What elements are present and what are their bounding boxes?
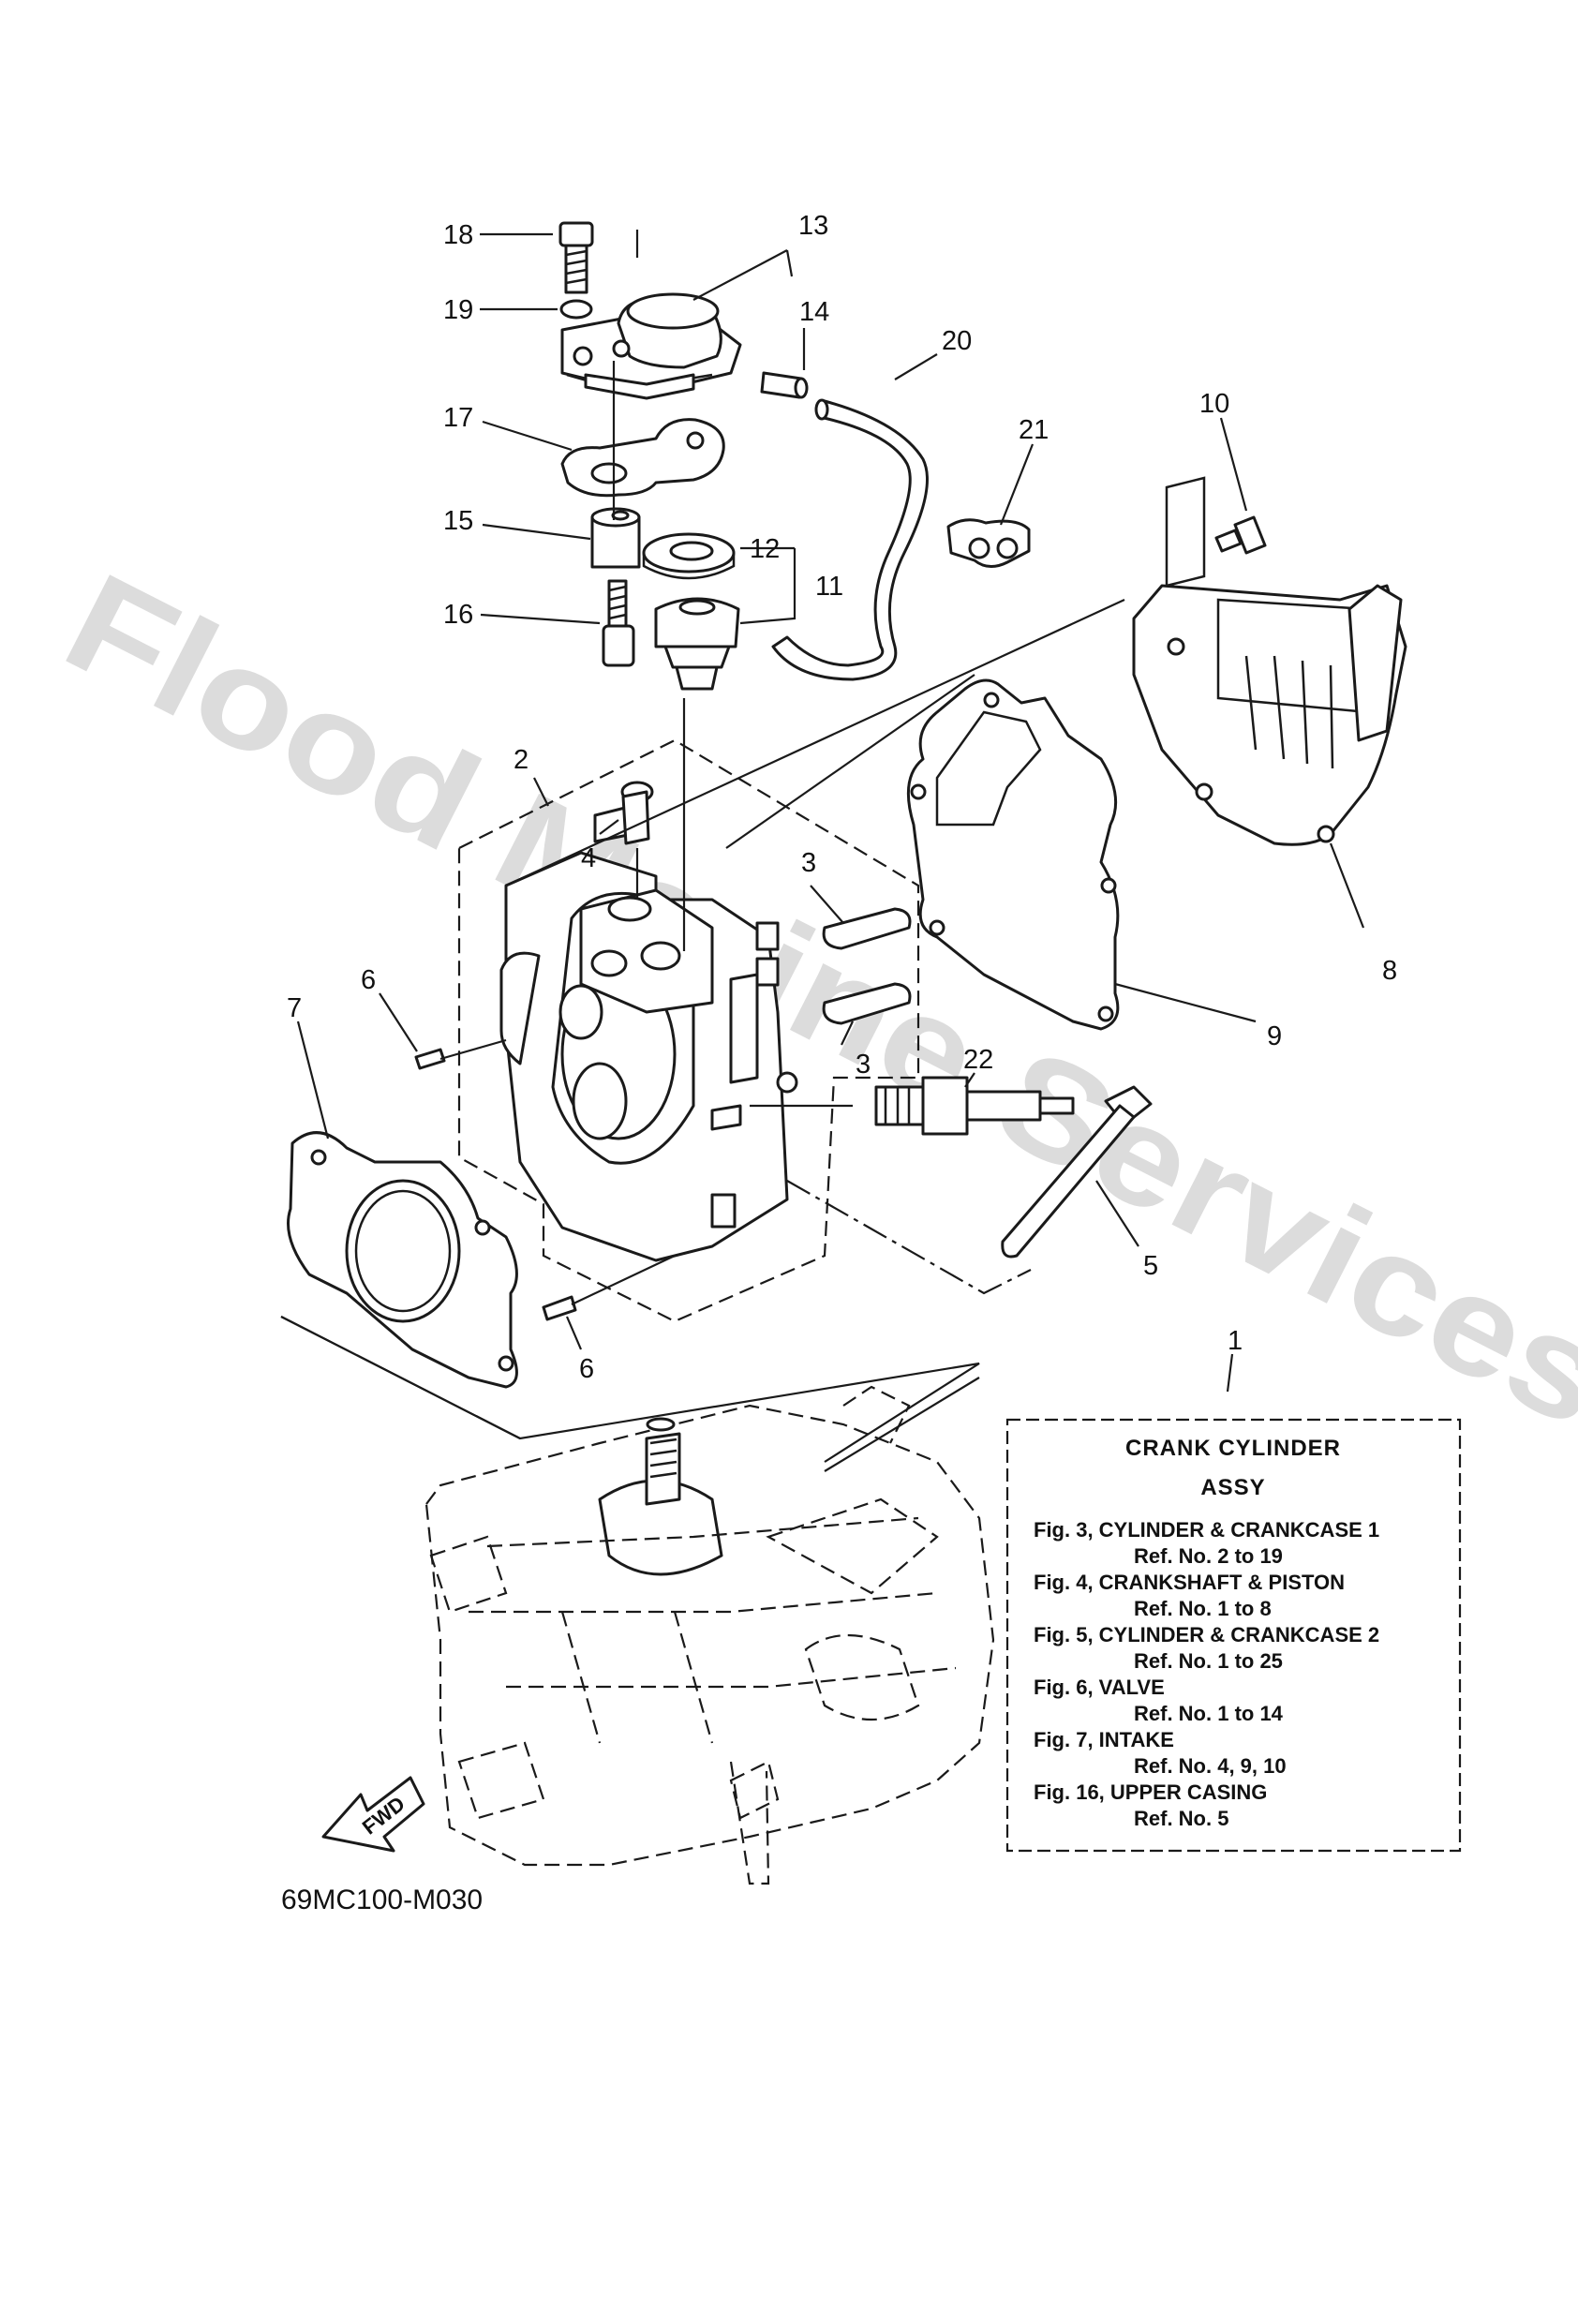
callout-12: 12	[750, 534, 780, 564]
callout-22: 22	[963, 1045, 993, 1075]
callout-7: 7	[287, 993, 302, 1023]
reference-legend: CRANK CYLINDER ASSY Fig. 3, CYLINDER & C…	[1005, 1418, 1462, 1853]
callout-17: 17	[443, 403, 473, 433]
dashed-assembly-outline	[457, 738, 920, 1323]
callout-3-lower: 3	[856, 1050, 871, 1080]
callout-19: 19	[443, 295, 473, 325]
legend-line-7: Fig. 6, VALVE	[1034, 1676, 1165, 1699]
legend-line-5: Fig. 5, CYLINDER & CRANKCASE 2	[1034, 1623, 1379, 1646]
callout-11: 11	[815, 572, 843, 602]
cylinder-head-gasket-7	[287, 1131, 518, 1389]
callout-14: 14	[799, 297, 829, 327]
callout-3-upper: 3	[801, 848, 816, 878]
dowel-pin-6	[414, 1048, 577, 1321]
legend-title-line1: CRANK CYLINDER	[1125, 1436, 1341, 1461]
legend-line-8: Ref. No. 1 to 14	[1134, 1702, 1284, 1725]
gasket-17	[560, 418, 725, 498]
callout-labels: 18 13 19 14 20 21 10 17 15 12 11 16 2 4 …	[287, 211, 1397, 1384]
bolt-5	[1001, 1085, 1153, 1259]
legend-line-1: Fig. 3, CYLINDER & CRANKCASE 1	[1034, 1518, 1379, 1542]
callout-20: 20	[942, 326, 972, 356]
callout-18: 18	[443, 220, 473, 250]
callout-13: 13	[798, 211, 828, 241]
collar-15	[590, 507, 641, 569]
callout-16: 16	[443, 600, 473, 630]
callout-6-lower: 6	[579, 1354, 594, 1384]
callout-1: 1	[1228, 1326, 1243, 1356]
hose-20	[771, 398, 929, 681]
legend-line-10: Ref. No. 4, 9, 10	[1134, 1754, 1287, 1778]
legend-title-line2: ASSY	[1200, 1475, 1265, 1500]
legend-line-9: Fig. 7, INTAKE	[1034, 1728, 1174, 1751]
diagram-code: 69MC100-M030	[281, 1885, 483, 1915]
spark-plug-22	[874, 1076, 1075, 1136]
washer-19	[559, 299, 593, 320]
thermostat-11	[654, 597, 740, 691]
legend-line-3: Fig. 4, CRANKSHAFT & PISTON	[1034, 1571, 1345, 1594]
legend-border	[1005, 1418, 1462, 1853]
clip-21	[946, 518, 1031, 568]
callout-9: 9	[1267, 1021, 1282, 1051]
bolt-10	[1214, 515, 1267, 555]
bolt-16	[602, 579, 635, 667]
crankcase-assembly	[424, 1385, 995, 1885]
legend-line-6: Ref. No. 1 to 25	[1134, 1649, 1283, 1673]
seal-12	[642, 532, 736, 580]
cylinder-head-cover-8	[1132, 476, 1407, 846]
callout-8: 8	[1382, 956, 1397, 986]
leader-lines	[296, 232, 1365, 1393]
callout-6-upper: 6	[361, 965, 376, 995]
dowel-pin-3	[822, 907, 912, 1025]
legend-line-11: Fig. 16, UPPER CASING	[1034, 1780, 1267, 1804]
anode-14	[760, 371, 809, 399]
gasket-17-bolt-hole	[686, 431, 705, 450]
legend-line-12: Ref. No. 5	[1134, 1807, 1228, 1830]
callout-21: 21	[1019, 415, 1049, 445]
callout-2: 2	[514, 745, 528, 775]
callout-10: 10	[1199, 389, 1229, 419]
gasket-9	[906, 678, 1120, 1031]
callout-5: 5	[1143, 1251, 1158, 1281]
callout-4: 4	[581, 843, 596, 873]
cylinder-block-2	[499, 851, 798, 1262]
bolt-18	[558, 221, 594, 294]
legend-line-2: Ref. No. 2 to 19	[1134, 1544, 1283, 1568]
legend-line-4: Ref. No. 1 to 8	[1134, 1597, 1272, 1620]
thermostat-cover	[560, 292, 742, 400]
assembly-guide-lines	[280, 230, 1125, 1472]
callout-15: 15	[443, 506, 473, 536]
fwd-arrow-icon: FWD	[321, 1776, 425, 1853]
gasket-17-hole	[590, 462, 628, 484]
